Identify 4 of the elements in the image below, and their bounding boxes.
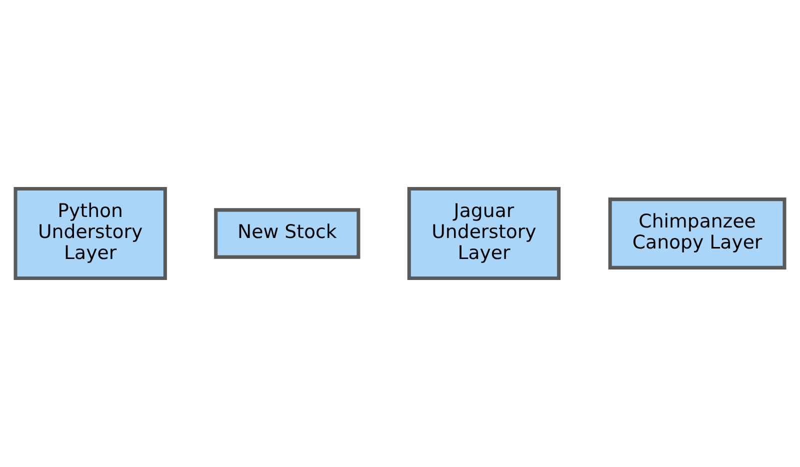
node-box: Python Understory Layer	[14, 186, 167, 280]
node-box: New Stock	[214, 208, 360, 259]
node-box: Jaguar Understory Layer	[407, 186, 561, 280]
node-box: Chimpanzee Canopy Layer	[608, 198, 786, 270]
